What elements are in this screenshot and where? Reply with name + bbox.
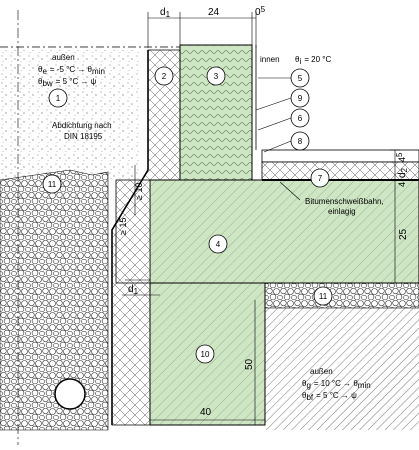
sealing-line <box>111 50 149 425</box>
marker-10: 10 <box>195 344 215 364</box>
outside-top-block: außen θe= -5 °C → θmin θbw= 5 °C → ψ <box>38 53 105 88</box>
svg-text:9: 9 <box>298 94 303 103</box>
marker-9: 9 <box>255 88 310 111</box>
dim-lines <box>122 12 400 425</box>
inside-block: innen θi= 20 °C <box>260 55 331 66</box>
svg-text:6: 6 <box>298 114 303 123</box>
membrane-line2: einlagig <box>328 207 356 216</box>
svg-text:8: 8 <box>298 137 303 146</box>
outside-bottom-line1: θg= 10 °C → θmin <box>302 379 371 390</box>
marker-1: 1 <box>48 88 68 108</box>
sealing-line1: Abdichtung nach <box>52 121 112 130</box>
inside-title: innen <box>260 55 280 64</box>
backfill-top <box>0 50 140 180</box>
svg-text:5: 5 <box>298 74 303 83</box>
dim-50: 50 <box>244 358 255 370</box>
marker-11-right: 11 <box>313 286 333 306</box>
inside-temp: θi= 20 °C <box>295 55 331 66</box>
dim-d1-top: d1 <box>160 7 171 19</box>
outside-bottom-title: außen <box>310 367 333 376</box>
sealing-line2: DIN 18195 <box>64 132 103 141</box>
dim-d2: d2 <box>397 167 409 178</box>
concrete-slab <box>149 179 419 284</box>
dim-40: 40 <box>200 407 212 418</box>
dim-15: ≥ 15 <box>118 218 128 235</box>
svg-text:1: 1 <box>56 94 61 103</box>
outside-bottom-block: außen θg= 10 °C → θmin θbf= 5 °C → ψ <box>302 367 371 402</box>
floor-insulation <box>261 161 419 181</box>
outside-top-title: außen <box>52 53 75 62</box>
svg-text:11: 11 <box>48 180 57 189</box>
dim-24: 24 <box>208 7 220 18</box>
svg-text:2: 2 <box>162 72 167 81</box>
marker-11-left: 11 <box>42 174 62 194</box>
soil-bottom-right <box>265 308 419 430</box>
svg-text:10: 10 <box>201 350 210 359</box>
marker-4: 4 <box>208 234 228 254</box>
marker-6: 6 <box>257 108 310 131</box>
gravel-under-slab <box>264 282 419 309</box>
dim-4-5: 45 <box>395 152 407 162</box>
outside-top-line1: θe= -5 °C → θmin <box>38 65 105 76</box>
svg-text:11: 11 <box>319 292 328 301</box>
dim-d1-mid: d1 <box>128 284 139 296</box>
marker-3: 3 <box>206 66 226 86</box>
outside-top-line2: θbw= 5 °C → ψ <box>38 77 97 88</box>
dim-25: 25 <box>398 228 409 240</box>
marker-5: 5 <box>258 68 310 88</box>
sealing-block: Abdichtung nach DIN 18195 <box>52 121 112 141</box>
svg-text:4: 4 <box>216 240 221 249</box>
dim-0: 05 <box>255 5 266 18</box>
gravel-backfill <box>0 169 109 431</box>
outside-bottom-line2: θbf= 5 °C → ψ <box>302 391 357 402</box>
marker-8: 8 <box>263 131 310 153</box>
dim-4: 4 <box>397 182 407 187</box>
membrane-block: Bitumenschweißbahn, einlagig <box>279 181 384 216</box>
masonry-wall <box>179 44 253 181</box>
slab-insulation-left <box>115 179 151 284</box>
dim-10: ≥ 10 <box>134 183 144 200</box>
marker-7: 7 <box>310 168 330 188</box>
svg-text:3: 3 <box>214 72 219 81</box>
svg-text:7: 7 <box>318 174 323 183</box>
membrane-line1: Bitumenschweißbahn, <box>305 197 384 206</box>
marker-2: 2 <box>154 66 174 86</box>
drain-pipe <box>54 378 86 410</box>
